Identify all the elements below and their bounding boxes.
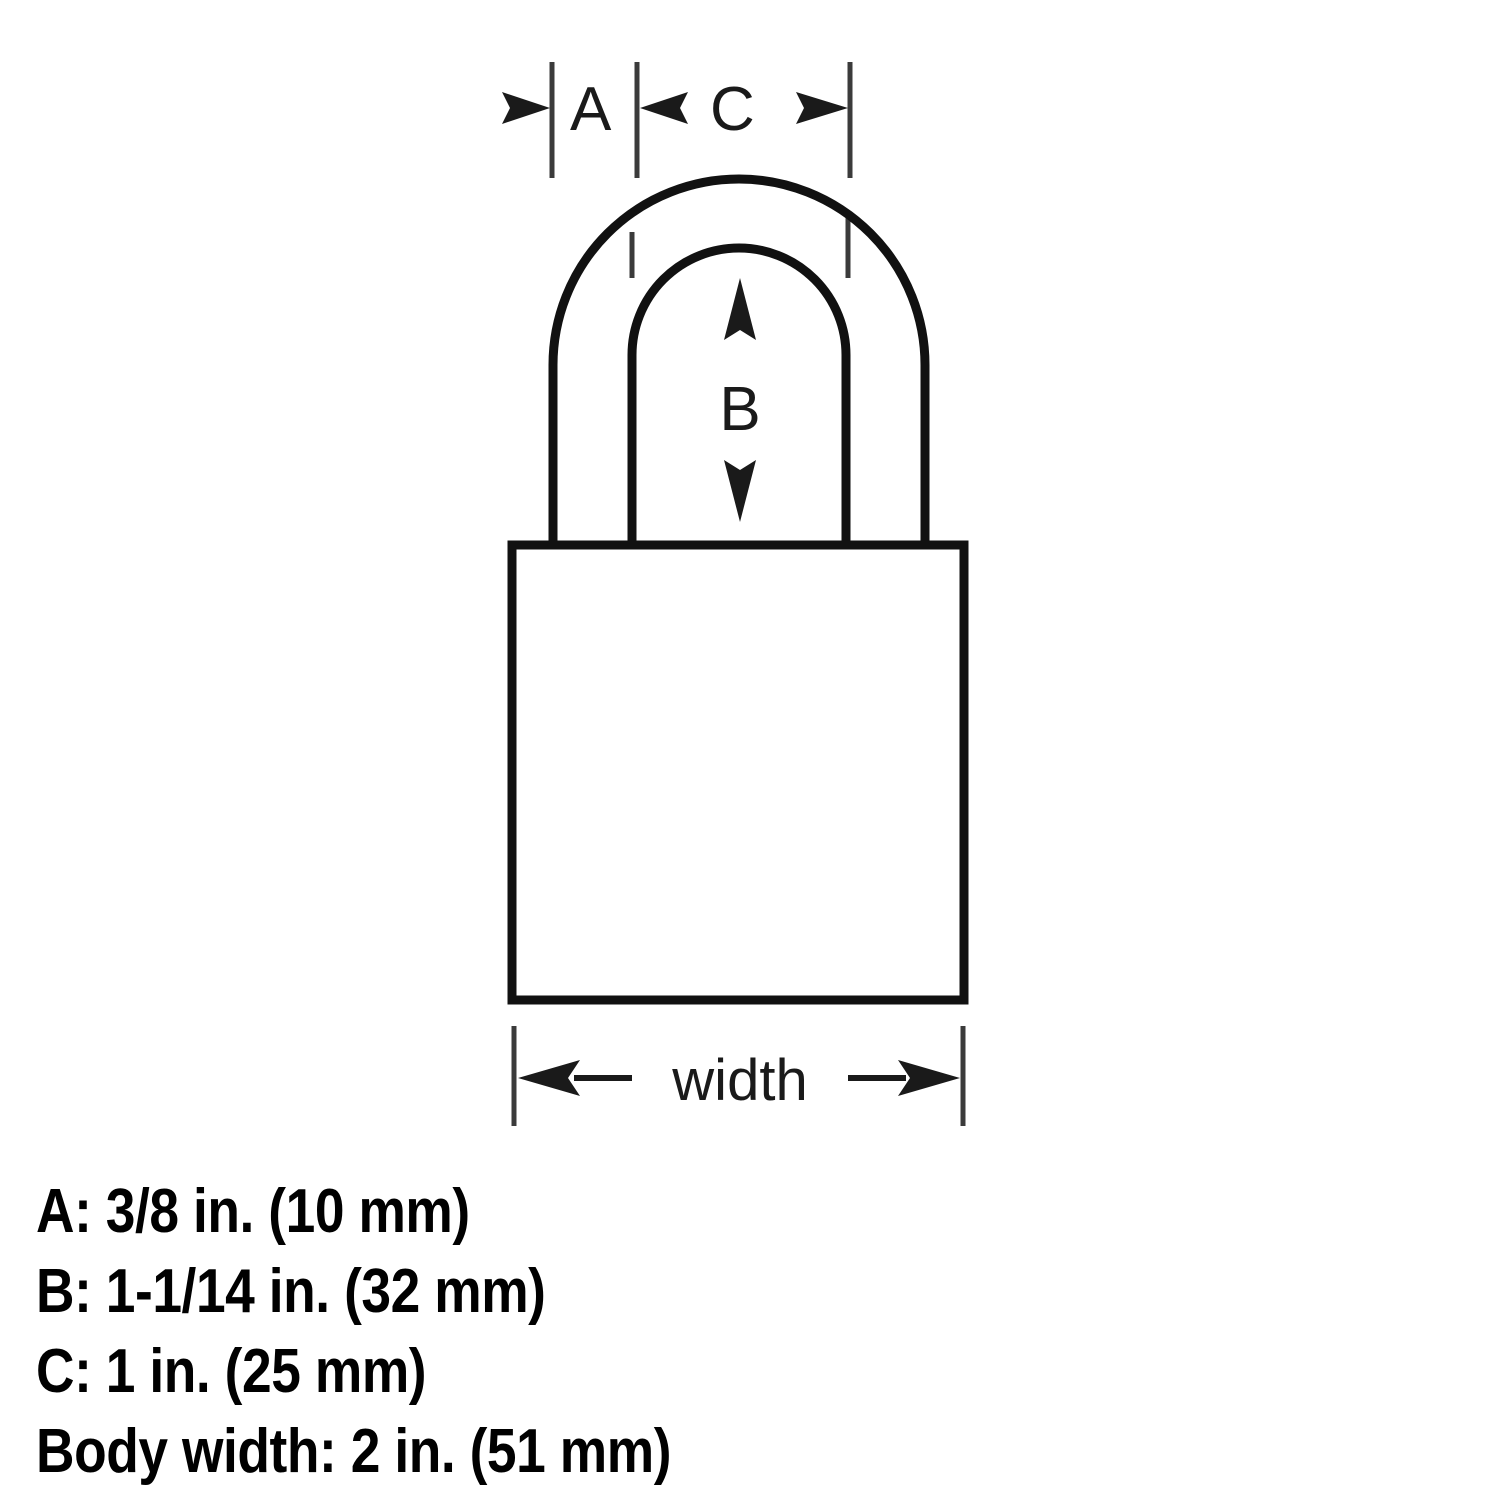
spec-line-a: A: 3/8 in. (10 mm) bbox=[36, 1177, 470, 1246]
padlock-shackle bbox=[548, 174, 930, 548]
lock-body-rect bbox=[507, 540, 969, 1005]
arrow-width-left bbox=[518, 1060, 580, 1096]
padlock-body bbox=[507, 540, 969, 1005]
dimension-width-group: width bbox=[511, 1026, 966, 1126]
arrow-b-up bbox=[724, 278, 756, 340]
dimension-label-a: A bbox=[570, 75, 612, 144]
dimension-label-b: B bbox=[719, 375, 760, 444]
shackle-outer-contour bbox=[548, 174, 930, 548]
dimension-label-c: C bbox=[710, 75, 755, 144]
spec-line-body-width: Body width: 2 in. (51 mm) bbox=[36, 1417, 672, 1486]
dimension-label-width: width bbox=[671, 1048, 807, 1113]
top-extension-lines bbox=[549, 62, 853, 278]
spec-line-b: B: 1-1/14 in. (32 mm) bbox=[36, 1257, 546, 1326]
shackle-inner-contour bbox=[627, 243, 851, 548]
spec-line-c: C: 1 in. (25 mm) bbox=[36, 1337, 427, 1406]
dimension-a-group: A bbox=[502, 75, 612, 144]
arrow-b-down bbox=[724, 460, 756, 522]
arrow-c-left bbox=[640, 92, 688, 124]
arrow-a-left bbox=[502, 92, 550, 124]
dimension-c-group: C bbox=[640, 75, 848, 144]
arrow-width-right bbox=[898, 1060, 960, 1096]
specification-list: A: 3/8 in. (10 mm) B: 1-1/14 in. (32 mm)… bbox=[36, 1172, 1136, 1492]
arrow-c-right bbox=[796, 92, 848, 124]
dimension-b-group: B bbox=[719, 278, 761, 522]
